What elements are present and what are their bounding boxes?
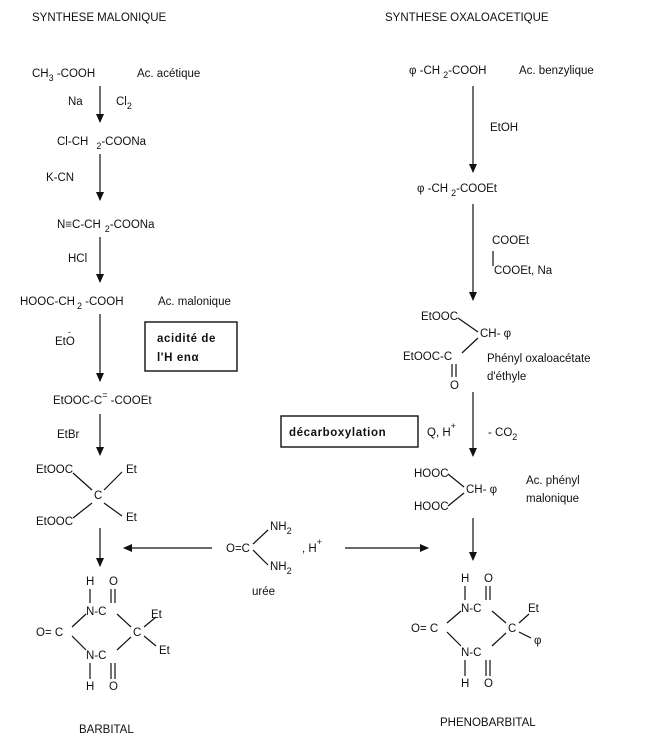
ring-atom: O xyxy=(484,573,493,585)
barbital-label: BARBITAL xyxy=(79,724,134,736)
bond xyxy=(252,549,269,566)
ethyl-top: Et xyxy=(126,464,138,476)
urea-amine-2: NH2 xyxy=(270,561,292,576)
bond xyxy=(143,635,157,647)
bond xyxy=(461,337,479,354)
co2-loss: - CO2 xyxy=(488,427,517,442)
reagent-ethanol: EtOH xyxy=(490,122,518,134)
ring-substituent: Et xyxy=(159,645,171,657)
ring-atom: H xyxy=(86,576,94,588)
ring-substituent: φ xyxy=(534,635,541,647)
ring-substituent: Et xyxy=(528,603,540,615)
ring-atom: N-C xyxy=(461,647,481,659)
decarboxylation-box xyxy=(280,415,419,448)
reagent-oxalate-2: COOEt, Na xyxy=(494,265,553,277)
bond xyxy=(72,472,93,491)
oxaloacetate-ester-bottom: EtOOC-C xyxy=(403,351,452,363)
ring-atom: H xyxy=(461,573,469,585)
urea-acid-catalyst: , H+ xyxy=(302,537,322,555)
ring-atom: N-C xyxy=(86,650,106,662)
oxaloacetate-carbonyl-o: O xyxy=(450,380,459,392)
ring-atom: C xyxy=(133,627,141,639)
bond xyxy=(518,631,532,639)
ring-atom: O= C xyxy=(411,623,438,635)
malonic-acid-name: Ac. malonique xyxy=(158,296,231,308)
ring-substituent: Et xyxy=(151,609,163,621)
oxaloacetate-name-2: d'éthyle xyxy=(487,371,526,383)
reagent-etbr: EtBr xyxy=(57,429,80,441)
urea-carbonyl: O=C xyxy=(226,543,250,555)
bond xyxy=(518,613,530,624)
phenobarbital-label: PHENOBARBITAL xyxy=(440,717,536,729)
urea-amine-1: NH2 xyxy=(270,521,292,536)
bond xyxy=(116,613,132,628)
oxaloacetate-ch-phi: CH- φ xyxy=(480,328,511,340)
quaternary-carbon: C xyxy=(94,490,102,502)
ethyl-bottom: Et xyxy=(126,512,138,524)
acidity-box-line2: l'H enα xyxy=(157,352,199,364)
ester-top: EtOOC xyxy=(36,464,73,476)
malonate-anion-formula: EtOOC-C= -COOEt xyxy=(53,390,152,407)
bond xyxy=(71,635,87,651)
reagent-kcn: K-CN xyxy=(46,172,74,184)
reagent-cl2: Cl2 xyxy=(116,96,132,111)
decarboxylation-label: décarboxylation xyxy=(289,427,386,439)
bond xyxy=(457,317,479,333)
oxaloacetate-ester-top: EtOOC xyxy=(421,311,458,323)
ring-atom: N-C xyxy=(86,606,106,618)
ring-atom: O= C xyxy=(36,627,63,639)
acidity-box xyxy=(144,321,238,372)
urea-name: urée xyxy=(252,586,275,598)
reagent-ethoxide: EtO- xyxy=(55,327,75,348)
title-malonic: SYNTHESE MALONIQUE xyxy=(32,12,167,24)
ring-atom: H xyxy=(86,681,94,693)
reagent-hcl: HCl xyxy=(68,253,87,265)
barbital-structure: H O N-C O= C C Et Et N-C H O xyxy=(36,576,171,693)
ring-atom: O xyxy=(109,681,118,693)
phenylmalonic-name-1: Ac. phényl xyxy=(526,475,580,487)
ring-atom: N-C xyxy=(461,603,481,615)
phenylmalonic-cooh-top: HOOC xyxy=(414,468,449,480)
acetic-acid-name: Ac. acétique xyxy=(137,68,200,80)
bond xyxy=(71,613,87,628)
ester-bottom: EtOOC xyxy=(36,516,73,528)
bond xyxy=(446,610,462,624)
title-oxaloacetic: SYNTHESE OXALOACETIQUE xyxy=(385,12,549,24)
bond xyxy=(103,502,123,517)
bond xyxy=(143,616,157,628)
phenobarbital-structure: H O N-C O= C C Et φ N-C H O xyxy=(411,573,541,690)
bond xyxy=(72,502,93,519)
bond xyxy=(491,610,507,624)
ring-atom: O xyxy=(109,576,118,588)
phenylmalonic-name-2: malonique xyxy=(526,493,579,505)
ring-atom: O xyxy=(484,678,493,690)
reagent-na: Na xyxy=(68,96,83,108)
bond xyxy=(447,492,465,507)
acetic-acid-formula: CH3 -COOH xyxy=(32,68,95,83)
bond xyxy=(103,471,123,491)
bond xyxy=(116,636,132,651)
bond xyxy=(446,631,462,647)
phenylacetic-acid-name: Ac. benzylique xyxy=(519,65,594,77)
bond xyxy=(491,632,507,647)
bond xyxy=(447,473,465,488)
bond xyxy=(252,529,269,545)
ring-atom: C xyxy=(508,623,516,635)
reagent-heat-acid: Q, H+ xyxy=(427,421,456,439)
acidity-box-line1: acidité de xyxy=(157,333,216,345)
ring-atom: H xyxy=(461,678,469,690)
phenylmalonic-ch-phi: CH- φ xyxy=(466,484,497,496)
oxaloacetate-name-1: Phényl oxaloacétate xyxy=(487,353,591,365)
phenylmalonic-cooh-bottom: HOOC xyxy=(414,501,449,513)
reagent-oxalate-1: COOEt xyxy=(492,235,530,247)
